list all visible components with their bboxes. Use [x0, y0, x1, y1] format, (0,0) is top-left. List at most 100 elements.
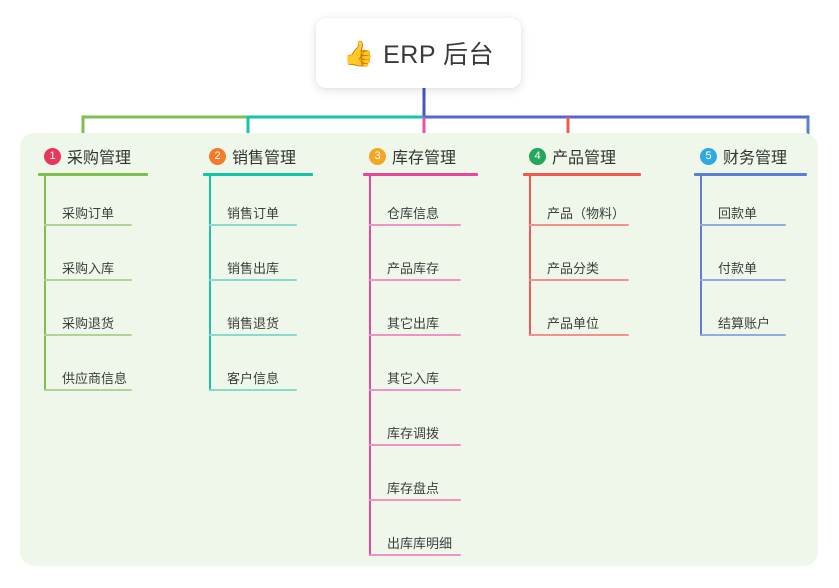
leaf-item[interactable]: 其它出库: [363, 286, 511, 341]
leaf-item-underline: [369, 279, 461, 281]
leaf-item-label: 库存调拨: [387, 426, 440, 441]
leaf-item-label: 采购订单: [62, 206, 115, 221]
leaf-item-underline: [44, 224, 132, 226]
branch-items-1: 采购订单采购入库采购退货供应商信息: [38, 176, 186, 396]
leaf-item[interactable]: 回款单: [694, 176, 816, 231]
branch-items-3: 仓库信息产品库存其它出库其它入库库存调拨库存盘点出库库明细: [363, 176, 511, 561]
leaf-item[interactable]: 销售退货: [203, 286, 351, 341]
branch-header-3[interactable]: 3 库存管理: [363, 143, 511, 169]
leaf-item[interactable]: 产品分类: [523, 231, 673, 286]
branch-underline: [363, 173, 478, 176]
branch-spine: [700, 176, 702, 336]
branch-column-5: 5 财务管理回款单付款单结算账户: [694, 143, 816, 341]
leaf-item-underline: [369, 389, 461, 391]
leaf-item-label: 产品（物料）: [547, 206, 626, 221]
leaf-item[interactable]: 采购订单: [38, 176, 186, 231]
leaf-item-underline: [700, 279, 786, 281]
branch-header-4[interactable]: 4 产品管理: [523, 143, 673, 169]
thumbs-up-icon: 👍: [342, 38, 375, 68]
leaf-item-underline: [700, 224, 786, 226]
leaf-item-label: 其它入库: [387, 371, 440, 386]
branch-title: 库存管理: [392, 150, 457, 167]
leaf-item-underline: [529, 224, 629, 226]
leaf-item-label: 产品单位: [547, 316, 600, 331]
branch-number-badge: 3: [369, 147, 386, 165]
leaf-item-underline: [369, 444, 461, 446]
branch-column-4: 4 产品管理产品（物料） 产品分类产品单位: [523, 143, 673, 341]
leaf-item[interactable]: 付款单: [694, 231, 816, 286]
branch-number-badge: 2: [209, 147, 226, 165]
root-node[interactable]: 👍 ERP 后台: [316, 18, 521, 88]
branch-number-badge: 1: [44, 147, 61, 165]
branch-underline: [38, 173, 148, 176]
leaf-item[interactable]: 仓库信息: [363, 176, 511, 231]
leaf-item[interactable]: 供应商信息: [38, 341, 186, 396]
leaf-item-underline: [44, 389, 132, 391]
leaf-item-label: 销售订单: [227, 206, 280, 221]
branch-number-badge: 4: [529, 147, 546, 165]
leaf-item-underline: [529, 279, 629, 281]
branches-panel: [20, 133, 818, 566]
leaf-item[interactable]: 结算账户: [694, 286, 816, 341]
branch-header-1[interactable]: 1 采购管理: [38, 143, 186, 169]
leaf-item-label: 仓库信息: [387, 206, 440, 221]
leaf-item-label: 供应商信息: [62, 371, 128, 386]
leaf-item[interactable]: 其它入库: [363, 341, 511, 396]
leaf-item-label: 出库库明细: [387, 536, 453, 551]
leaf-item-label: 销售出库: [227, 261, 280, 276]
branch-spine: [44, 176, 46, 391]
branch-title: 产品管理: [552, 150, 617, 167]
leaf-item[interactable]: 产品（物料）: [523, 176, 673, 231]
leaf-item-label: 其它出库: [387, 316, 440, 331]
branch-spine: [529, 176, 531, 336]
leaf-item-underline: [44, 334, 132, 336]
leaf-item[interactable]: 销售出库: [203, 231, 351, 286]
leaf-item[interactable]: 采购入库: [38, 231, 186, 286]
leaf-item-label: 采购入库: [62, 261, 115, 276]
leaf-item-label: 库存盘点: [387, 481, 440, 496]
branch-spine: [209, 176, 211, 391]
branch-spine: [369, 176, 371, 556]
branch-header-5[interactable]: 5 财务管理: [694, 143, 816, 169]
branch-items-5: 回款单付款单结算账户: [694, 176, 816, 341]
leaf-item-label: 产品分类: [547, 261, 600, 276]
leaf-item[interactable]: 采购退货: [38, 286, 186, 341]
leaf-item-underline: [209, 224, 297, 226]
leaf-item-underline: [369, 499, 461, 501]
branch-underline: [203, 173, 313, 176]
leaf-item[interactable]: 库存调拨: [363, 396, 511, 451]
branch-items-2: 销售订单销售出库销售退货客户信息: [203, 176, 351, 396]
branch-number-badge: 5: [700, 147, 717, 165]
leaf-item-label: 产品库存: [387, 261, 440, 276]
leaf-item[interactable]: 库存盘点: [363, 451, 511, 506]
branch-title: 销售管理: [232, 150, 297, 167]
leaf-item[interactable]: 产品库存: [363, 231, 511, 286]
leaf-item-underline: [369, 554, 461, 556]
branch-items-4: 产品（物料） 产品分类产品单位: [523, 176, 673, 341]
leaf-item-label: 销售退货: [227, 316, 280, 331]
branch-title: 财务管理: [723, 150, 788, 167]
leaf-item[interactable]: 客户信息: [203, 341, 351, 396]
branch-column-2: 2 销售管理销售订单销售出库销售退货客户信息: [203, 143, 351, 396]
branch-underline: [694, 173, 807, 176]
branch-title: 采购管理: [67, 150, 132, 167]
leaf-item-underline: [529, 334, 629, 336]
branch-column-3: 3 库存管理仓库信息产品库存其它出库其它入库库存调拨库存盘点出库库明细: [363, 143, 511, 561]
branch-column-1: 1 采购管理采购订单采购入库采购退货供应商信息: [38, 143, 186, 396]
leaf-item[interactable]: 产品单位: [523, 286, 673, 341]
leaf-item[interactable]: 出库库明细: [363, 506, 511, 561]
root-node-content: 👍 ERP 后台: [343, 35, 494, 71]
leaf-item-underline: [369, 334, 461, 336]
leaf-item[interactable]: 销售订单: [203, 176, 351, 231]
leaf-item-label: 采购退货: [62, 316, 115, 331]
leaf-item-underline: [44, 279, 132, 281]
leaf-item-underline: [369, 224, 461, 226]
root-node-title: ERP 后台: [383, 41, 495, 69]
branch-header-2[interactable]: 2 销售管理: [203, 143, 351, 169]
leaf-item-underline: [209, 279, 297, 281]
leaf-item-label: 付款单: [718, 261, 758, 276]
leaf-item-underline: [700, 334, 786, 336]
leaf-item-underline: [209, 334, 297, 336]
branch-underline: [523, 173, 641, 176]
